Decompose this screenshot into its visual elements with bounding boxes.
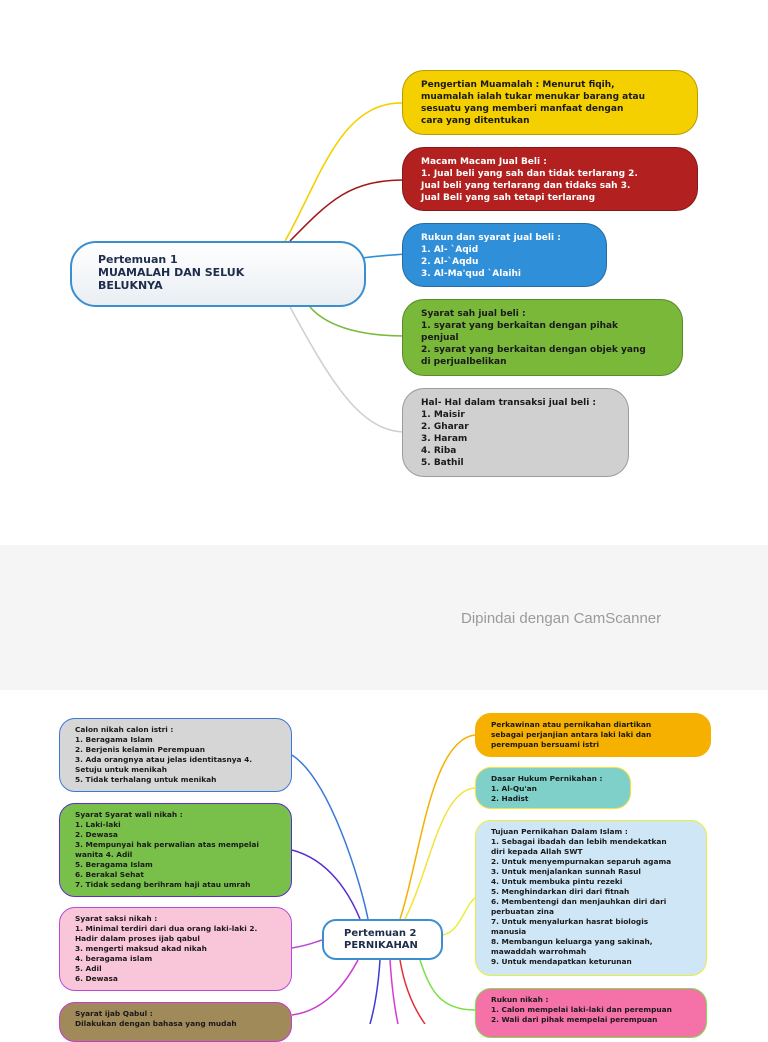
branch-syarat-wali: Syarat Syarat wali nikah : 1. Laki-laki …: [59, 803, 292, 897]
central-node-pertemuan-1: Pertemuan 1 MUAMALAH DAN SELUK BELUKNYA: [70, 241, 366, 307]
page-divider: [0, 545, 768, 690]
branch-tujuan-pernikahan: Tujuan Pernikahan Dalam Islam : 1. Sebag…: [475, 820, 707, 976]
branch-rukun-nikah: Rukun nikah : 1. Calon mempelai laki-lak…: [475, 988, 707, 1038]
connector-1-2: [289, 179, 406, 242]
branch-syarat-ijab-qabul: Syarat ijab Qabul : Dilakukan dengan bah…: [59, 1002, 292, 1042]
branch-syarat-sah: Syarat sah jual beli : 1. syarat yang be…: [402, 299, 683, 376]
connector-2-l3: [291, 939, 323, 949]
branch-calon-nikah: Calon nikah calon istri : 1. Beragama Is…: [59, 718, 292, 792]
camscanner-watermark: Dipindai dengan CamScanner: [461, 610, 662, 627]
connector-2-l2: [291, 849, 361, 920]
connector-2-r1: [399, 734, 476, 920]
connector-1-3: [361, 253, 406, 259]
connector-2-x1: [399, 959, 426, 1024]
connector-2-l4: [291, 959, 359, 1016]
central-node-pertemuan-2: Pertemuan 2 PERNIKAHAN: [322, 919, 443, 960]
connector-2-r3: [442, 897, 476, 936]
branch-hal-transaksi: Hal- Hal dalam transaksi jual beli : 1. …: [402, 388, 629, 477]
branch-rukun-syarat: Rukun dan syarat jual beli : 1. Al- `Aqi…: [402, 223, 607, 287]
connector-2-l1: [291, 754, 369, 920]
branch-macam-jual-beli: Macam Macam Jual Beli : 1. Jual beli yan…: [402, 147, 698, 211]
connector-2-r4: [419, 959, 476, 1011]
connector-1-5: [289, 306, 406, 433]
connector-2-x2: [389, 959, 399, 1024]
branch-syarat-saksi: Syarat saksi nikah : 1. Minimal terdiri …: [59, 907, 292, 991]
branch-perkawinan: Perkawinan atau pernikahan diartikan seb…: [475, 713, 711, 757]
branch-pengertian-muamalah: Pengertian Muamalah : Menurut fiqih, mua…: [402, 70, 698, 135]
connector-2-x3: [369, 959, 381, 1024]
branch-dasar-hukum: Dasar Hukum Pernikahan : 1. Al-Qu'an 2. …: [475, 767, 631, 809]
connector-2-r2: [404, 787, 476, 920]
connector-1-1: [284, 102, 406, 242]
connector-1-4: [309, 306, 406, 337]
